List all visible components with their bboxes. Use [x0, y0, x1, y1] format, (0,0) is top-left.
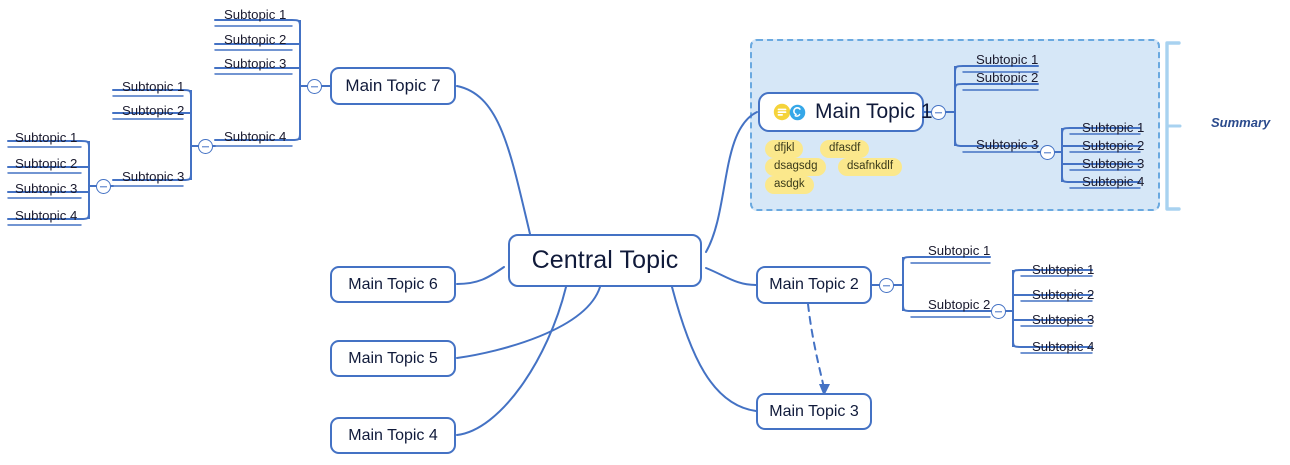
topic1-sub3-child-2[interactable]: Subtopic 2	[1082, 138, 1145, 153]
collapse-button-topic1-sub3[interactable]	[1040, 145, 1055, 160]
collapse-button-topic7-sub4[interactable]	[198, 139, 213, 154]
topic7-child-3[interactable]: Subtopic 3	[224, 56, 287, 71]
collapse-button-main-topic-2[interactable]	[879, 278, 894, 293]
collapse-button-topic7-sub4-sub3[interactable]	[96, 179, 111, 194]
main-topic-2-node[interactable]: Main Topic 2	[756, 266, 872, 304]
main-topic-1-label: Main Topic 1	[815, 100, 933, 123]
central-topic-label: Central Topic	[531, 246, 679, 274]
topic2-sub2-child-2[interactable]: Subtopic 2	[1032, 287, 1095, 302]
topic1-sub3-child-3[interactable]: Subtopic 3	[1082, 156, 1145, 171]
link-icon[interactable]	[789, 104, 806, 121]
main-topic-2-label: Main Topic 2	[769, 276, 859, 293]
summary-label[interactable]: Summary	[1211, 115, 1271, 130]
topic1-child-3[interactable]: Subtopic 3	[976, 137, 1039, 152]
topic7-sub4-sub3-child-2[interactable]: Subtopic 2	[15, 156, 78, 171]
topic1-sub3-child-4[interactable]: Subtopic 4	[1082, 174, 1145, 189]
topic2-sub2-child-4[interactable]: Subtopic 4	[1032, 339, 1095, 354]
topic7-sub4-sub3-child-4[interactable]: Subtopic 4	[15, 208, 78, 223]
tag-dsagsdg[interactable]: dsagsdg	[765, 158, 827, 177]
tag-dsafnkdlf[interactable]: dsafnkdlf	[838, 158, 903, 177]
main-topic-6-label: Main Topic 6	[348, 275, 438, 293]
topic7-sub4-child-1[interactable]: Subtopic 1	[122, 79, 185, 94]
main-topic-5-node[interactable]: Main Topic 5	[330, 340, 456, 377]
collapse-button-topic2-sub2[interactable]	[991, 304, 1006, 319]
main-topic-4-node[interactable]: Main Topic 4	[330, 417, 456, 454]
collapse-button-main-topic-1[interactable]	[931, 105, 946, 120]
topic2-child-2[interactable]: Subtopic 2	[928, 297, 991, 312]
tag-dfasdf[interactable]: dfasdf	[820, 140, 870, 159]
central-topic-node[interactable]: Central Topic	[508, 234, 702, 287]
topic2-sub2-child-3[interactable]: Subtopic 3	[1032, 312, 1095, 327]
note-icon[interactable]	[773, 103, 791, 121]
main-topic-7-node[interactable]: Main Topic 7	[330, 67, 456, 105]
main-topic-6-node[interactable]: Main Topic 6	[330, 266, 456, 303]
topic7-sub4-child-3[interactable]: Subtopic 3	[122, 169, 185, 184]
main-topic-1-icons	[773, 103, 806, 121]
tag-asdgk[interactable]: asdgk	[765, 176, 814, 195]
topic1-sub3-child-1[interactable]: Subtopic 1	[1082, 120, 1145, 135]
main-topic-3-label: Main Topic 3	[769, 402, 859, 420]
topic7-child-4[interactable]: Subtopic 4	[224, 129, 287, 144]
main-topic-4-label: Main Topic 4	[348, 426, 438, 444]
topic7-child-2[interactable]: Subtopic 2	[224, 32, 287, 47]
collapse-button-main-topic-7[interactable]	[307, 79, 322, 94]
topic1-child-2[interactable]: Subtopic 2	[976, 70, 1039, 85]
summary-bracket	[1165, 41, 1182, 211]
tag-dfjkl[interactable]: dfjkl	[765, 140, 804, 159]
main-topic-5-label: Main Topic 5	[348, 349, 438, 367]
topic1-child-1[interactable]: Subtopic 1	[976, 52, 1039, 67]
topic2-sub2-child-1[interactable]: Subtopic 1	[1032, 262, 1095, 277]
topic7-child-1[interactable]: Subtopic 1	[224, 7, 287, 22]
topic7-sub4-child-2[interactable]: Subtopic 2	[122, 103, 185, 118]
main-topic-7-label: Main Topic 7	[345, 76, 441, 95]
main-topic-1-node[interactable]: Main Topic 1	[758, 92, 933, 132]
topic7-sub4-sub3-child-3[interactable]: Subtopic 3	[15, 181, 78, 196]
topic7-sub4-sub3-child-1[interactable]: Subtopic 1	[15, 130, 78, 145]
topic2-child-1[interactable]: Subtopic 1	[928, 243, 991, 258]
main-topic-3-node[interactable]: Main Topic 3	[756, 393, 872, 430]
